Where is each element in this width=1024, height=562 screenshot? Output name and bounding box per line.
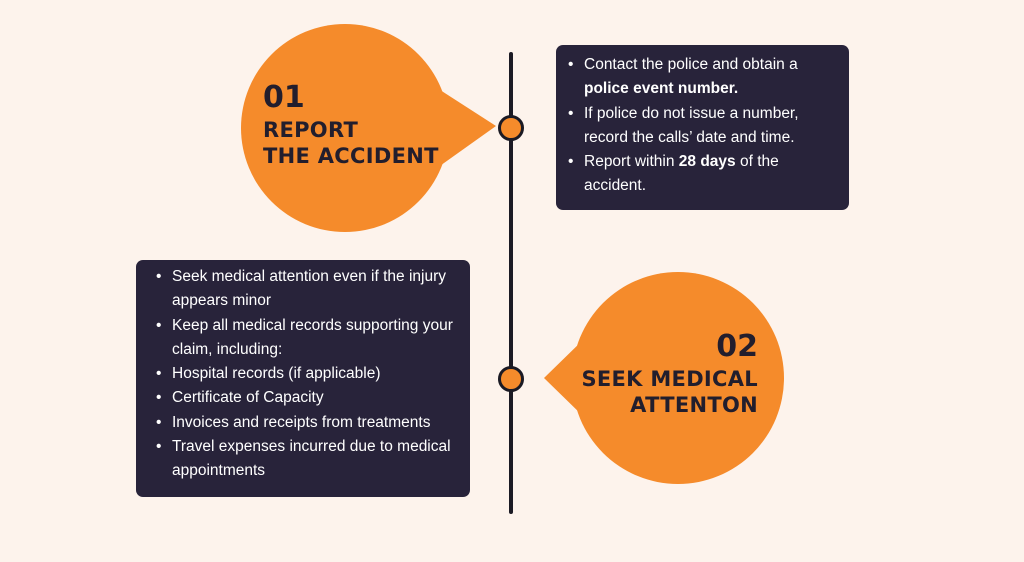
step-2-item-2: Keep all medical records supporting your… [156, 314, 456, 363]
step-2-title-line-1: SEEK MEDICAL [581, 367, 758, 391]
step-1-bubble: 01 REPORT THE ACCIDENT [232, 18, 502, 248]
step-1-list: Contact the police and obtain a police e… [568, 53, 835, 199]
step-1-bubble-shape [241, 24, 496, 232]
step-1-title-line-2: THE ACCIDENT [263, 144, 439, 168]
timeline-node-1 [498, 115, 524, 141]
step-2-list: Seek medical attention even if the injur… [156, 265, 456, 484]
step-2-bubble-shape [544, 272, 784, 484]
step-1-item-2-text: If police do not issue a number, record … [584, 104, 799, 146]
timeline-node-2 [498, 366, 524, 392]
step-1-title-line-1: REPORT [263, 118, 359, 142]
step-2-item-4: Certificate of Capacity [156, 386, 456, 411]
step-1-item-1-text: Contact the police and obtain a [584, 56, 798, 73]
step-2-item-6: Travel expenses incurred due to medical … [156, 435, 456, 484]
step-1-item-1: Contact the police and obtain a police e… [568, 53, 835, 102]
step-2-item-5: Invoices and receipts from treatments [156, 411, 456, 436]
timeline-line [509, 52, 513, 514]
step-1-number: 01 [263, 80, 305, 115]
step-1-item-3: Report within 28 days of the accident. [568, 150, 835, 199]
step-1-item-2: If police do not issue a number, record … [568, 102, 835, 151]
step-2-number: 02 [716, 329, 758, 364]
step-2-bubble: 02 SEEK MEDICAL ATTENTON [540, 268, 790, 498]
step-1-item-3-bold: 28 days [678, 153, 736, 171]
step-1-info-box: Contact the police and obtain a police e… [556, 45, 849, 210]
step-1-item-3-text: Report within [584, 153, 679, 171]
step-1-item-3-after: of the accident. [584, 153, 779, 195]
step-1-item-1-bold: police event number. [584, 80, 739, 98]
step-2-item-3: Hospital records (if applicable) [156, 362, 456, 387]
step-2-item-1: Seek medical attention even if the injur… [156, 265, 456, 314]
step-2-title-line-2: ATTENTON [630, 393, 758, 417]
step-2-info-box: Seek medical attention even if the injur… [136, 260, 470, 497]
